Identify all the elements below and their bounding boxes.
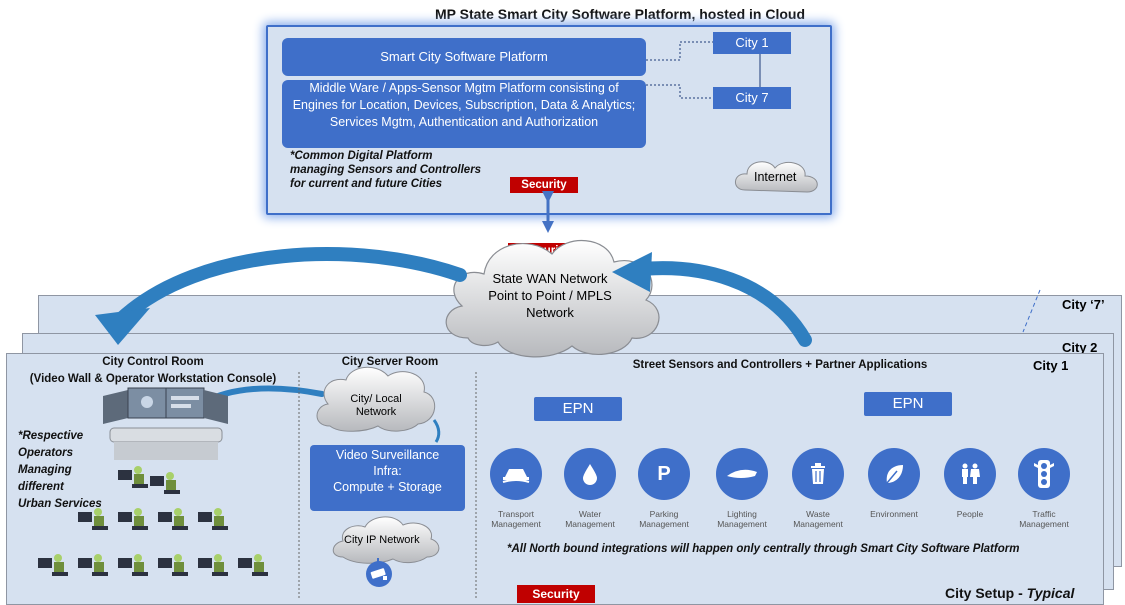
control-room-subtitle: (Video Wall & Operator Workstation Conso… <box>29 373 277 385</box>
common-platform-note: *Common Digital Platform managing Sensor… <box>290 150 482 190</box>
local-network-label: City/ Local Network <box>350 393 402 418</box>
lighting-icon <box>716 448 768 500</box>
ip-network-label: City IP Network <box>344 534 420 546</box>
water-drop-icon <box>564 448 616 500</box>
city-1-box: City 1 <box>713 32 791 54</box>
city-1-label: City 1 <box>1033 358 1069 373</box>
service-glyph: P <box>657 462 671 485</box>
traffic-light-icon <box>1018 448 1070 500</box>
internet-cloud <box>735 161 818 193</box>
software-platform-box: Smart City Software Platform <box>282 38 646 76</box>
local-network-cloud <box>316 366 435 432</box>
city-7-box: City 7 <box>713 87 791 109</box>
parking-icon: P <box>638 448 690 500</box>
server-room-title: City Server Room <box>341 356 439 368</box>
leaf-icon <box>868 448 920 500</box>
street-to-wan-arrow <box>612 252 812 347</box>
middleware-box: Middle Ware / Apps-Sensor Mgtm Platform … <box>282 80 646 148</box>
security-badge-bottom: Security <box>517 585 595 603</box>
operators-group <box>38 466 268 576</box>
video-wall-icon <box>103 387 228 460</box>
city-link-connectors <box>646 41 713 99</box>
people-icon <box>944 448 996 500</box>
operators-note: *Respective Operators Managing different… <box>18 430 102 510</box>
internet-label: Internet <box>754 170 797 184</box>
video-surveillance-box: Video Surveillance Infra: Compute + Stor… <box>310 445 465 511</box>
transport-icon <box>490 448 542 500</box>
epn-box-1: EPN <box>534 397 622 421</box>
city-stack-dash <box>1022 289 1041 333</box>
wan-to-control-room-arrow <box>95 247 467 345</box>
city-setup-label: City Setup - Typical <box>945 585 1075 601</box>
northbound-note: *All North bound integrations will happe… <box>507 543 1020 555</box>
service-label: People <box>956 509 984 519</box>
street-sensors-title: Street Sensors and Controllers + Partner… <box>632 359 928 371</box>
ip-network-cloud <box>332 516 440 564</box>
city-2-label: City 2 <box>1062 340 1098 355</box>
control-room-title: City Control Room <box>102 356 204 368</box>
wan-label: State WAN Network Point to Point / MPLS … <box>488 271 612 320</box>
platform-title: MP State Smart City Software Platform, h… <box>434 6 805 22</box>
service-label: Environment <box>870 509 918 519</box>
security-badge-top: Security <box>510 177 578 193</box>
waste-bin-icon <box>792 448 844 500</box>
city-7-label: City ‘7’ <box>1062 297 1105 312</box>
local-to-storage-link <box>432 419 441 443</box>
epn-box-2: EPN <box>864 392 952 416</box>
cctv-camera-icon <box>366 561 392 587</box>
